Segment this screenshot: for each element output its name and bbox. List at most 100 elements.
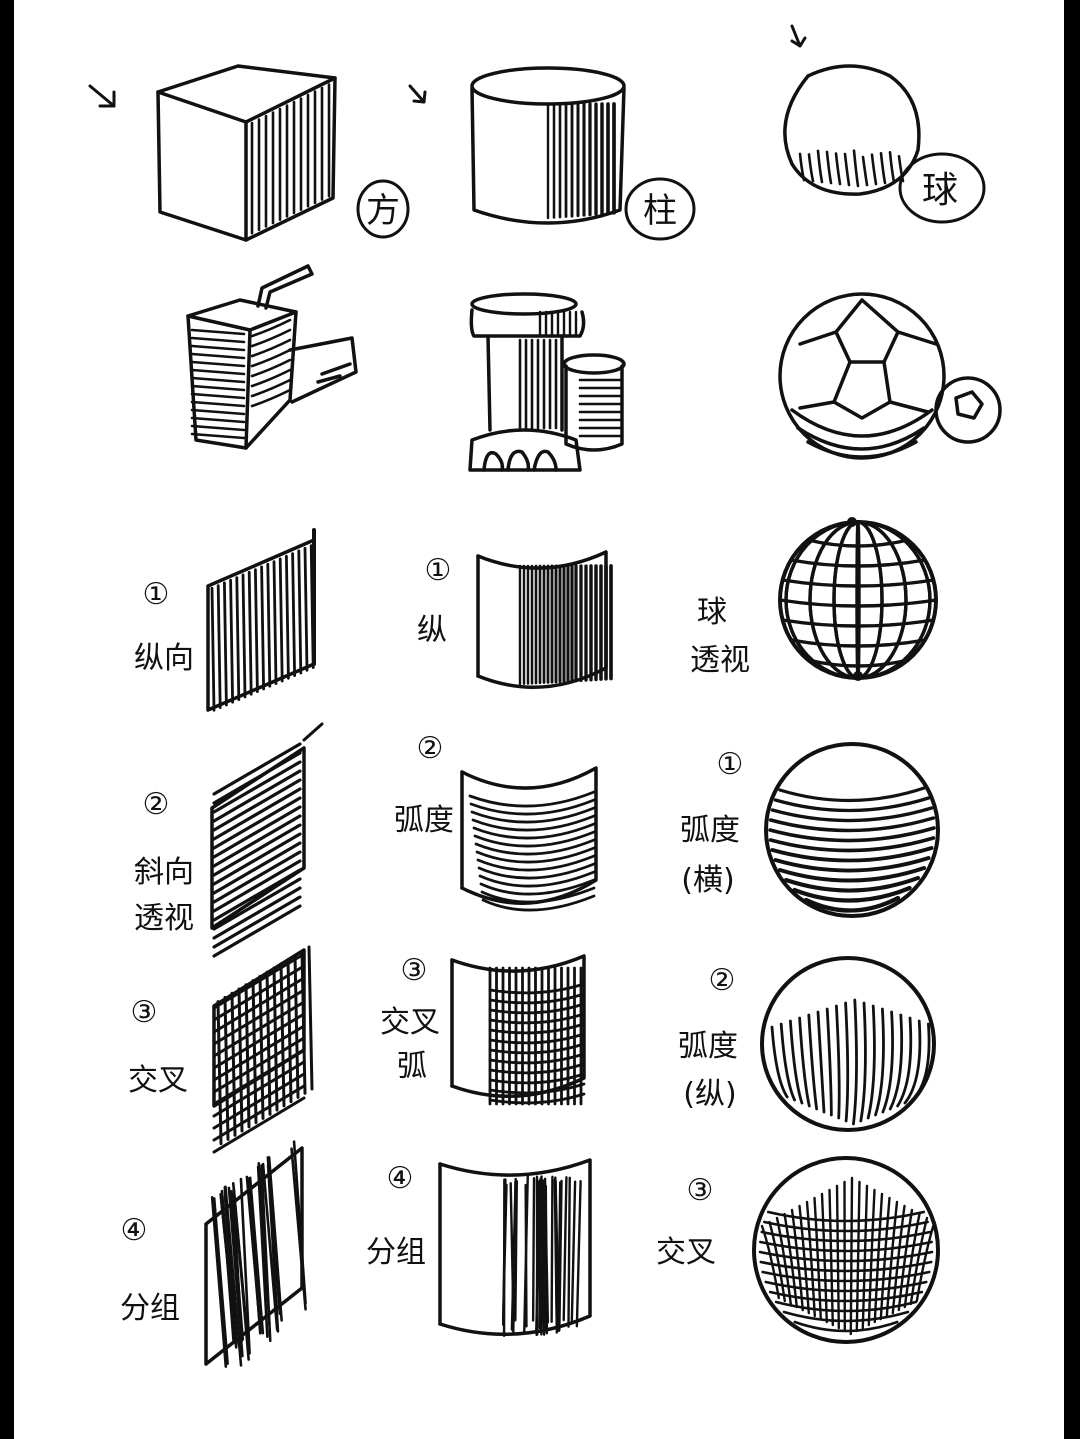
hatch-stroke: [488, 992, 586, 1005]
hatch-stroke: [567, 1176, 571, 1328]
hatch-stroke: [212, 832, 302, 886]
hatch-stroke: [224, 1185, 243, 1367]
hatch-stroke: [212, 850, 302, 904]
curved-panel-4-outline: [438, 1158, 592, 1336]
latitude-line: [806, 658, 910, 668]
hatch-stroke: [278, 557, 284, 683]
sphere-1-label-line1: 弧度: [680, 813, 740, 848]
hatch-stroke: [190, 336, 246, 344]
hatch-stroke: [250, 328, 292, 348]
hatch-stroke: [468, 790, 596, 808]
hatch-stroke: [216, 1000, 223, 1146]
hatch-stroke: [531, 1177, 536, 1322]
hatch-stroke: [212, 895, 302, 949]
hatch-stroke: [473, 830, 596, 848]
hatch-stroke: [798, 1016, 811, 1108]
hatch-stroke: [307, 945, 314, 1091]
hatch-stroke: [272, 966, 279, 1112]
curved-3-label-line1: 交叉: [380, 1005, 440, 1040]
hatch-stroke: [223, 1185, 235, 1339]
hatch-stroke: [190, 416, 246, 424]
hatch-stroke: [759, 1260, 933, 1273]
hatch-stroke: [488, 1092, 586, 1105]
hatch-stroke: [212, 1048, 306, 1106]
sphere-1-number: ①: [717, 747, 744, 782]
hatch-stroke: [241, 573, 247, 699]
hatch-stroke: [879, 151, 887, 185]
curved-panel-3: [450, 954, 586, 1106]
hatch-stroke: [852, 149, 860, 188]
hatch-stroke: [866, 1004, 876, 1120]
hatch-stroke: [550, 1175, 554, 1323]
flat-4-label: 分组: [120, 1291, 180, 1326]
flat-2-label-line1: 斜向: [134, 855, 194, 890]
hatch-stroke: [212, 1024, 306, 1082]
flat-panel-4: [204, 1140, 307, 1368]
hatch-stroke: [239, 1177, 251, 1355]
latitude-line: [780, 618, 936, 628]
hatch-stroke: [873, 1192, 884, 1324]
hatch-stroke: [250, 348, 292, 368]
hatch-stroke: [212, 1084, 306, 1142]
hatch-stroke: [212, 760, 302, 814]
hatch-stroke: [235, 576, 241, 702]
hatch-stroke: [888, 1013, 904, 1111]
box-label: 方: [366, 191, 400, 231]
hatch-stroke: [210, 1195, 228, 1368]
hatch-stroke: [768, 1290, 924, 1303]
sphere-label: 球: [922, 170, 958, 211]
hatch-stroke: [843, 152, 851, 187]
hatch-stroke: [807, 153, 815, 183]
hatch-stroke: [476, 854, 596, 872]
hatch-stroke: [763, 1220, 929, 1233]
hatch-stroke: [760, 1224, 780, 1300]
hatch-stroke: [190, 368, 246, 376]
hatch-stroke: [575, 1179, 582, 1328]
hatch-stroke: [229, 578, 235, 704]
hatch-stroke: [250, 378, 292, 398]
cube-sketch: [156, 64, 337, 242]
hatch-stroke: [212, 841, 302, 895]
hatch-stroke: [558, 1179, 563, 1332]
sphere-2-label-line2: (纵): [683, 1077, 736, 1112]
hatch-stroke: [470, 806, 596, 824]
sphere-horizontal: [764, 742, 940, 918]
hatch-stroke: [210, 586, 216, 712]
hatch-stroke: [478, 870, 596, 888]
hatch-stroke: [774, 1300, 918, 1313]
hatch-stroke: [820, 1192, 828, 1324]
hatch-stroke: [284, 554, 290, 680]
hatch-stroke: [250, 318, 292, 338]
soccer-ball-sketch: [778, 292, 1002, 460]
hatch-stroke: [760, 1230, 932, 1243]
hatch-stroke: [212, 787, 302, 841]
hatch-stroke: [251, 979, 258, 1125]
hatch-stroke: [212, 1036, 306, 1094]
hatch-stroke: [803, 895, 901, 913]
hatch-stroke: [770, 1025, 789, 1099]
hatch-stroke: [807, 1013, 819, 1111]
hatch-stroke: [212, 1197, 229, 1365]
hatch-stroke: [212, 859, 302, 913]
hatch-stroke: [212, 877, 302, 931]
hatch-stroke: [212, 904, 302, 958]
flat-panel-1: [206, 528, 316, 712]
flat-1-number: ①: [143, 577, 170, 612]
pointer-arrow-1: [88, 84, 116, 108]
hatch-stroke: [813, 1196, 822, 1321]
hatch-stroke: [216, 584, 222, 710]
cylinder-sketch: [470, 66, 626, 225]
hatch-stroke: [816, 1010, 826, 1114]
hatch-stroke: [773, 856, 931, 873]
curved-4-number: ④: [387, 1161, 414, 1196]
curved-1-label: 纵: [417, 613, 447, 648]
hatch-stroke: [488, 1082, 586, 1095]
hatch-stroke: [779, 1022, 796, 1102]
hatch-stroke: [190, 400, 246, 408]
hatch-stroke: [855, 1180, 861, 1333]
flat-panel-2: [210, 722, 324, 958]
hatch-stroke: [477, 862, 596, 880]
hatch-stroke: [770, 806, 934, 823]
hatch-stroke: [266, 1163, 280, 1333]
